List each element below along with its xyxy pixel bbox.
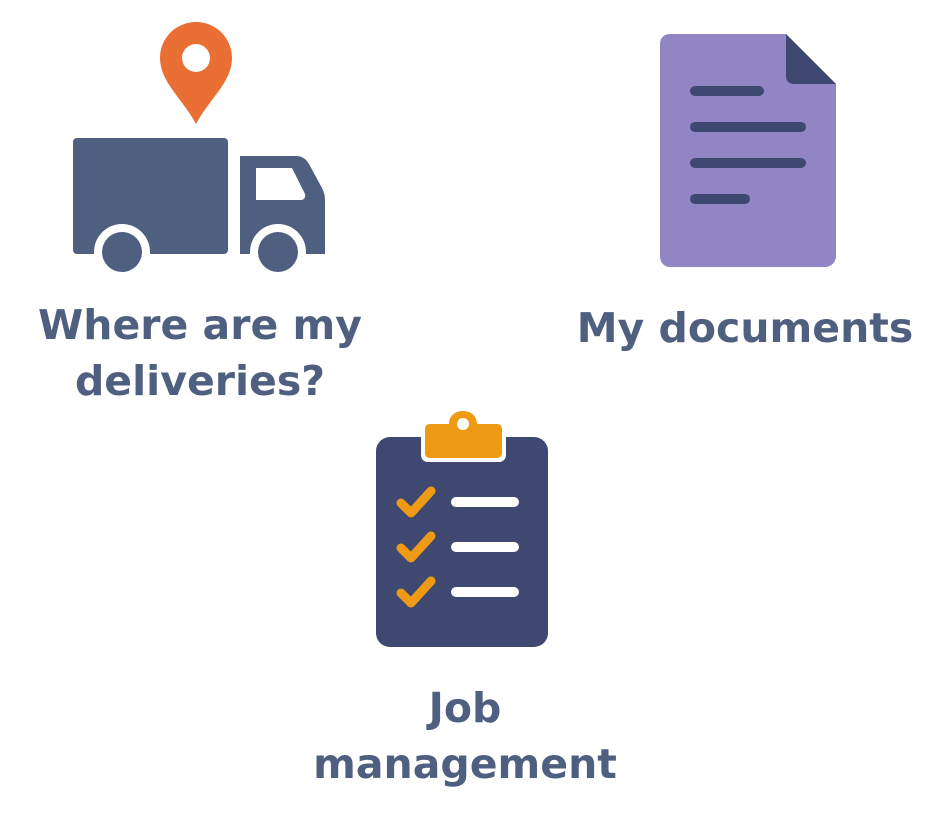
- deliveries-tile[interactable]: Where are my deliveries?: [30, 18, 370, 413]
- job-management-label: Job management: [300, 680, 630, 792]
- document-icon: [660, 34, 836, 267]
- location-pin-icon: [160, 22, 232, 124]
- deliveries-label-line2: deliveries?: [74, 357, 326, 405]
- deliveries-label: Where are my deliveries?: [30, 297, 370, 409]
- documents-tile[interactable]: My documents: [570, 28, 920, 368]
- job-management-label-line1: Job: [428, 684, 502, 732]
- delivery-truck-icon: [73, 22, 325, 278]
- documents-label: My documents: [570, 300, 920, 356]
- clipboard-clip-icon: [421, 405, 506, 462]
- job-management-tile[interactable]: Job management: [300, 405, 630, 800]
- deliveries-label-line1: Where are my: [38, 301, 362, 349]
- clipboard-checklist-icon: [376, 405, 548, 647]
- job-management-label-line2: management: [313, 740, 617, 788]
- documents-label-line1: My documents: [576, 304, 914, 352]
